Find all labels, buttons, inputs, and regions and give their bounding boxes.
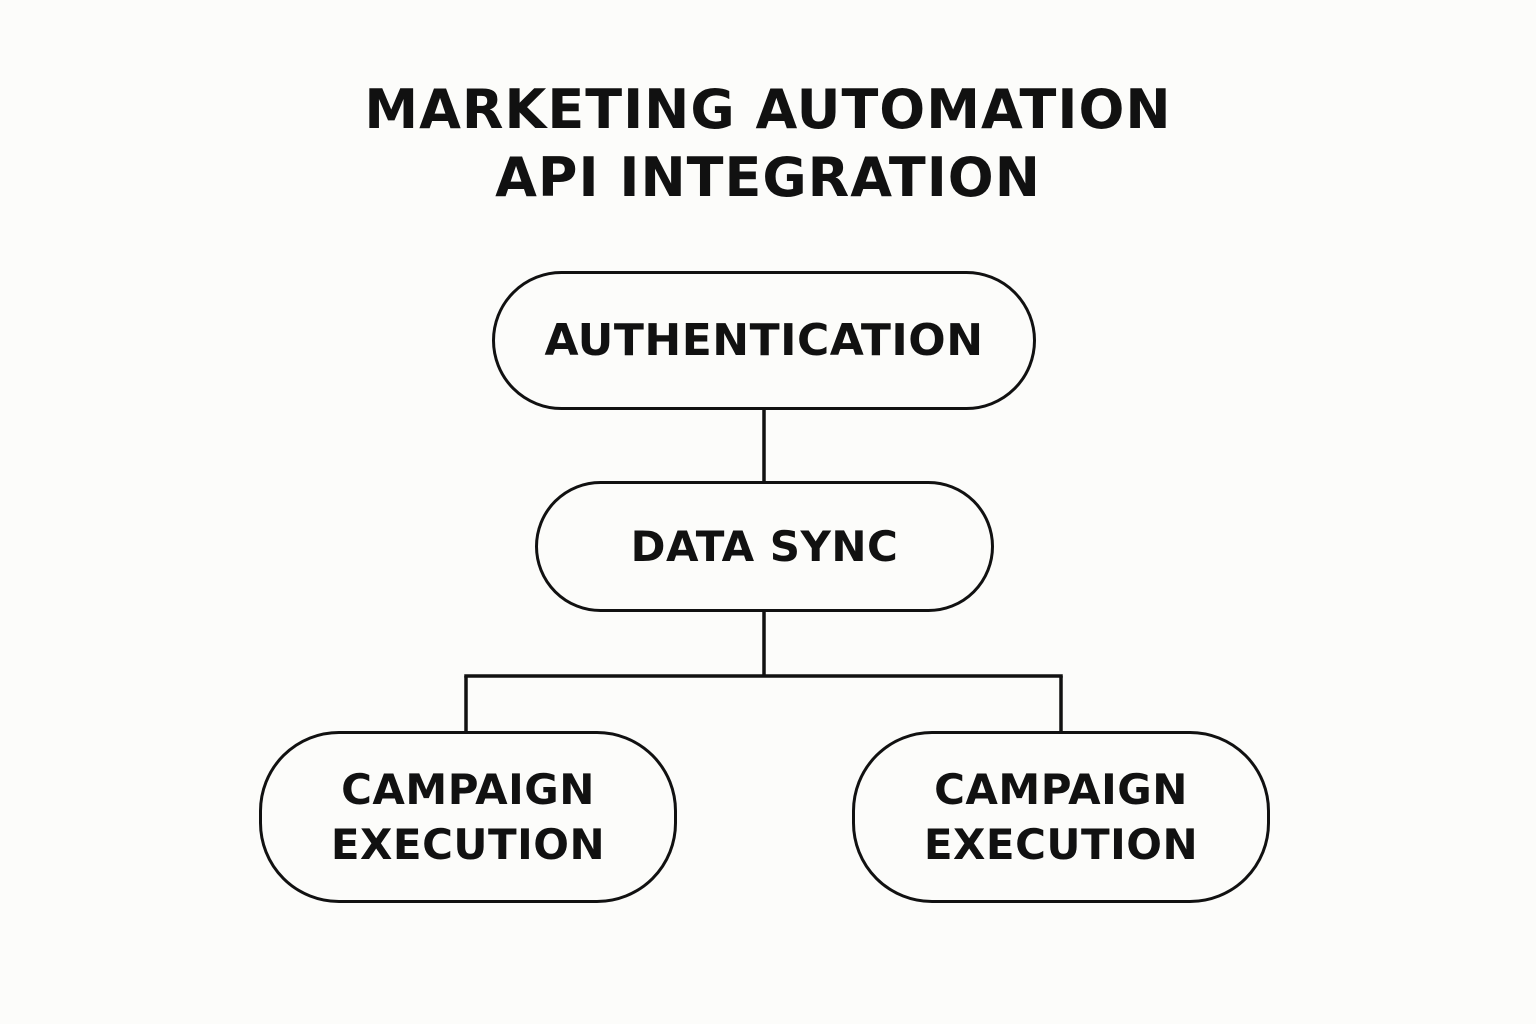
diagram-title-line-1: MARKETING AUTOMATION xyxy=(364,78,1172,141)
node-campaign-execution-left: CAMPAIGN EXECUTION xyxy=(259,731,677,903)
node-authentication-label: AUTHENTICATION xyxy=(544,315,984,366)
node-campaign-left-line-1: CAMPAIGN xyxy=(341,765,595,814)
node-data-sync-label: DATA SYNC xyxy=(630,522,899,571)
node-campaign-left-line-2: EXECUTION xyxy=(330,820,606,869)
node-authentication: AUTHENTICATION xyxy=(492,271,1036,410)
diagram-title: MARKETING AUTOMATION API INTEGRATION xyxy=(0,76,1536,212)
node-campaign-right-line-2: EXECUTION xyxy=(923,820,1199,869)
node-data-sync: DATA SYNC xyxy=(535,481,994,612)
node-campaign-right-line-1: CAMPAIGN xyxy=(934,765,1188,814)
node-campaign-execution-right: CAMPAIGN EXECUTION xyxy=(852,731,1270,903)
diagram-title-line-2: API INTEGRATION xyxy=(495,146,1041,209)
